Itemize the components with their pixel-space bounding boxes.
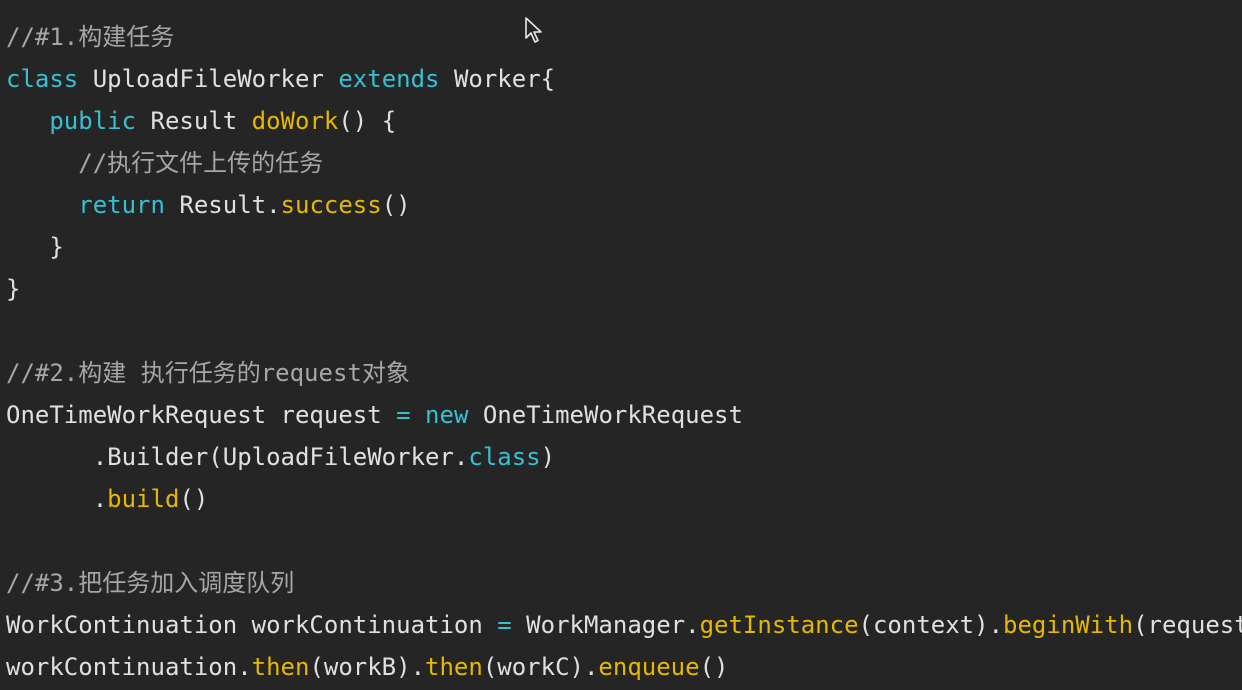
code-token-keyword: public bbox=[49, 107, 137, 135]
code-line[interactable]: return Result.success() bbox=[6, 184, 411, 226]
code-token-plain: .Builder(UploadFileWorker. bbox=[6, 443, 469, 471]
code-line[interactable]: OneTimeWorkRequest request = new OneTime… bbox=[6, 394, 743, 436]
code-token-plain: ) bbox=[540, 443, 556, 471]
code-indent bbox=[411, 401, 425, 429]
code-token-comment: //#2.构建 执行任务的request对象 bbox=[6, 359, 410, 387]
code-token-keyword: extends bbox=[338, 65, 440, 93]
code-token-plain: (context). bbox=[858, 611, 1004, 639]
code-line[interactable]: //执行文件上传的任务 bbox=[6, 142, 323, 184]
code-token-plain: (workB). bbox=[309, 653, 426, 681]
code-token-plain: Worker{ bbox=[439, 65, 556, 93]
code-token-plain: UploadFileWorker bbox=[78, 65, 339, 93]
code-token-plain: } bbox=[6, 275, 21, 303]
code-line[interactable]: public Result doWork() { bbox=[6, 100, 396, 142]
code-token-keyword: = bbox=[396, 401, 411, 429]
code-token-keyword: class bbox=[6, 65, 79, 93]
code-token-method: getInstance bbox=[699, 611, 859, 639]
code-token-plain: () { bbox=[338, 107, 397, 135]
code-token-method: doWork bbox=[251, 107, 339, 135]
code-token-plain: . bbox=[6, 485, 108, 513]
code-line[interactable]: WorkContinuation workContinuation = Work… bbox=[6, 604, 1242, 646]
code-token-plain: WorkContinuation workContinuation bbox=[6, 611, 498, 639]
code-line[interactable]: workContinuation.then(workB).then(workC)… bbox=[6, 646, 728, 688]
code-indent bbox=[6, 107, 49, 135]
code-token-plain: () bbox=[179, 485, 209, 513]
code-token-method: then bbox=[425, 653, 483, 681]
code-token-comment: //执行文件上传的任务 bbox=[78, 149, 324, 177]
code-token-plain: workContinuation. bbox=[6, 653, 252, 681]
code-token-plain: WorkManager. bbox=[511, 611, 700, 639]
code-token-method: success bbox=[280, 191, 382, 219]
mouse-pointer-icon bbox=[525, 17, 542, 43]
code-line[interactable]: class UploadFileWorker extends Worker{ bbox=[6, 58, 555, 100]
code-token-method: beginWith bbox=[1003, 611, 1134, 639]
code-line[interactable]: //#3.把任务加入调度队列 bbox=[6, 562, 294, 604]
code-token-plain: Result. bbox=[164, 191, 281, 219]
code-token-plain: (request bbox=[1133, 611, 1242, 639]
code-token-plain: } bbox=[49, 233, 64, 261]
code-token-keyword: = bbox=[497, 611, 512, 639]
code-token-comment: //#3.把任务加入调度队列 bbox=[6, 569, 295, 597]
code-token-keyword: return bbox=[78, 191, 165, 219]
code-token-plain: (workC). bbox=[482, 653, 599, 681]
code-token-method: enqueue bbox=[598, 653, 700, 681]
code-token-plain: Result bbox=[136, 107, 252, 135]
code-token-keyword: class bbox=[468, 443, 541, 471]
code-indent bbox=[6, 149, 78, 177]
code-line[interactable]: } bbox=[6, 268, 20, 310]
code-token-comment: //#1.构建任务 bbox=[6, 23, 175, 51]
code-token-keyword: new bbox=[425, 401, 469, 429]
code-token-method: then bbox=[251, 653, 310, 681]
code-token-method: build bbox=[107, 485, 180, 513]
code-token-plain: () bbox=[381, 191, 411, 219]
code-line[interactable]: } bbox=[6, 226, 64, 268]
code-token-plain: OneTimeWorkRequest bbox=[468, 401, 743, 429]
code-token-plain: () bbox=[699, 653, 729, 681]
code-indent bbox=[6, 191, 78, 219]
code-token-plain: OneTimeWorkRequest request bbox=[6, 401, 397, 429]
code-line[interactable]: //#1.构建任务 bbox=[6, 16, 174, 58]
code-line[interactable]: .build() bbox=[6, 478, 209, 520]
code-line[interactable]: .Builder(UploadFileWorker.class) bbox=[6, 436, 555, 478]
code-line[interactable]: //#2.构建 执行任务的request对象 bbox=[6, 352, 410, 394]
code-indent bbox=[6, 233, 49, 261]
